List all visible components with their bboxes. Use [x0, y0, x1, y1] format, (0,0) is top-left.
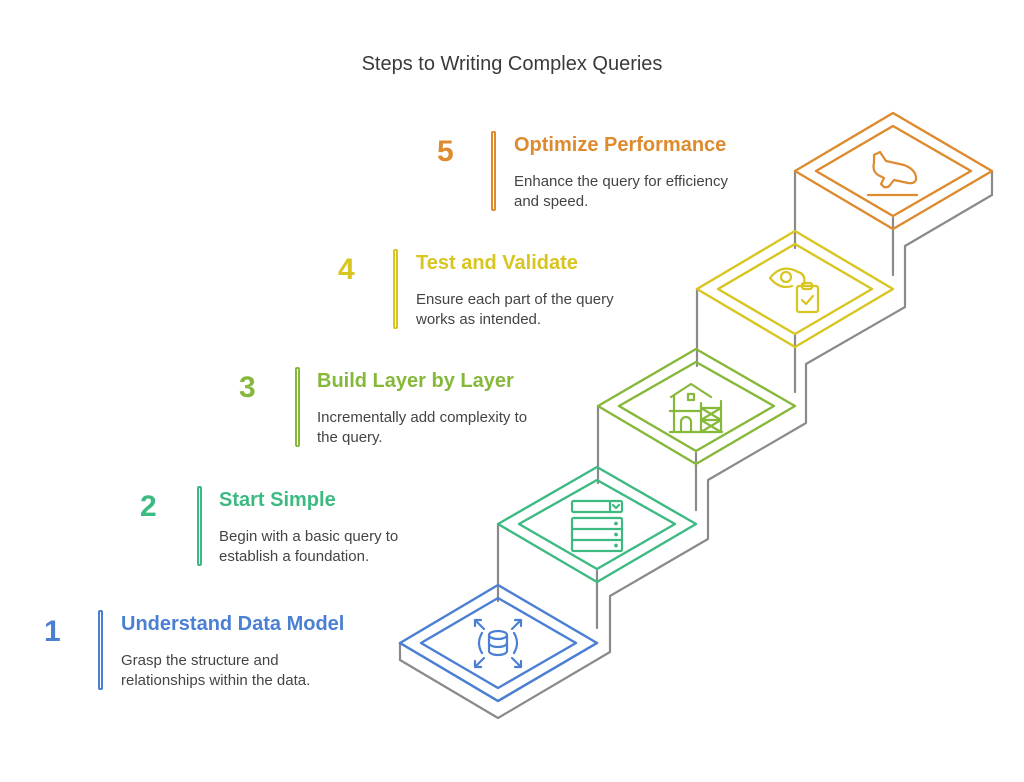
database-expand-icon — [473, 618, 523, 669]
block-2 — [496, 465, 698, 584]
step-accent-bar — [295, 367, 300, 447]
step-description: Grasp the structure and relationships wi… — [121, 652, 311, 689]
back-profile — [398, 170, 994, 720]
diagram-title: Steps to Writing Complex Queries — [361, 53, 663, 75]
step-description: Ensure each part of the query works as i… — [416, 291, 614, 328]
step-heading: Optimize Performance — [514, 134, 727, 156]
step-accent-bar — [98, 610, 103, 690]
building-scaffold-icon — [668, 382, 724, 434]
block-3 — [596, 347, 797, 466]
block-top-outer — [596, 347, 797, 466]
step-number: 4 — [338, 253, 355, 286]
block-5 — [793, 111, 994, 231]
block-top-inner — [814, 124, 973, 218]
airplane-takeoff-icon — [866, 150, 919, 197]
block-top-inner — [716, 242, 874, 336]
step-heading: Test and Validate — [416, 252, 578, 274]
step-number: 2 — [140, 490, 157, 523]
step-accent-bar — [393, 249, 398, 329]
step-description: Enhance the query for efficiency and spe… — [514, 173, 729, 210]
staircase-sides — [398, 169, 994, 720]
step-number: 3 — [239, 371, 256, 404]
block-top-outer — [793, 111, 994, 231]
block-top-outer — [695, 229, 895, 349]
step-description: Incrementally add complexity to the quer… — [317, 409, 528, 446]
block-1 — [398, 583, 599, 703]
step-accent-bar — [491, 131, 496, 211]
block-4 — [695, 229, 895, 349]
form-list-icon — [570, 499, 624, 553]
eye-clipboard-icon — [768, 267, 820, 314]
step-heading: Build Layer by Layer — [317, 370, 514, 392]
block-top-inner — [419, 596, 578, 690]
step-accent-bar — [197, 486, 202, 566]
step-heading: Start Simple — [219, 489, 336, 511]
step-heading: Understand Data Model — [121, 613, 345, 635]
step-number: 5 — [437, 135, 454, 168]
block-top-inner — [617, 360, 776, 453]
step-number: 1 — [44, 615, 61, 648]
block-top-outer — [496, 465, 698, 584]
block-top-inner — [517, 478, 677, 571]
step-description: Begin with a basic query to establish a … — [219, 528, 399, 565]
block-top-outer — [398, 583, 599, 703]
